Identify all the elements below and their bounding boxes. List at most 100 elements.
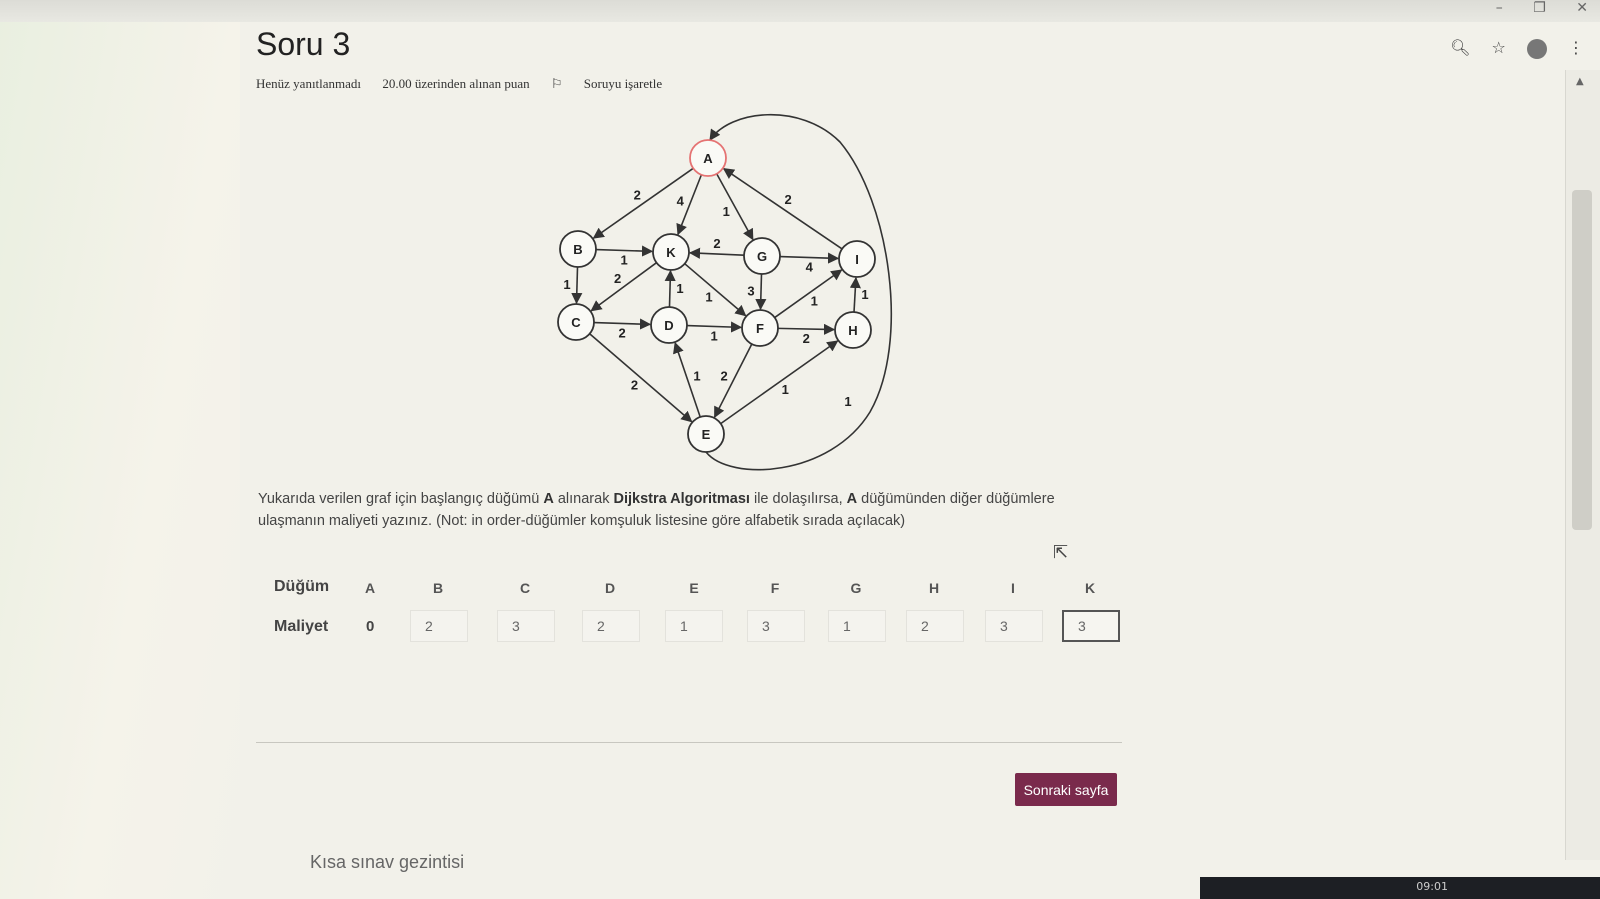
graph-node-label: F: [756, 321, 764, 336]
edge-weight-label: 2: [720, 368, 727, 383]
graph-edge-B-K: [595, 245, 654, 257]
edge-weight-label: 1: [844, 394, 851, 409]
edge-weight-label: 1: [676, 281, 683, 296]
graph-node-label: H: [848, 323, 857, 338]
edge-weight-label: 1: [705, 290, 712, 305]
question-text-part: Yukarıda verilen graf için başlangıç düğ…: [258, 491, 544, 507]
left-background: [0, 0, 240, 899]
browser-top-bar: – ❐ ✕: [0, 0, 1600, 22]
graph-edge-E-D: [673, 341, 701, 418]
graph-edge-A-B: [592, 167, 694, 239]
graph-node-A: [689, 139, 727, 177]
scroll-up-icon[interactable]: ▲: [1576, 76, 1584, 87]
graph-node-F: [741, 309, 779, 347]
graph-edge-G-I: [779, 252, 840, 264]
graph-edge-K-C: [590, 262, 657, 312]
cost-a-value: 0: [366, 618, 375, 635]
cost-input-i[interactable]: [985, 610, 1043, 642]
page-scrollbar[interactable]: ▲: [1565, 70, 1600, 860]
divider: [256, 742, 1122, 743]
menu-dots-icon[interactable]: ⋮: [1568, 38, 1584, 57]
graph-node-label: B: [573, 242, 582, 257]
next-page-button[interactable]: Sonraki sayfa: [1015, 773, 1117, 806]
graph-node-label: G: [757, 249, 767, 264]
edge-weight-label: 4: [677, 193, 685, 208]
graph-node-K: [652, 233, 690, 271]
graph-edge-G-F: [755, 273, 767, 311]
window-controls: – ❐ ✕: [1470, 0, 1588, 16]
question-status: Henüz yanıtlanmadı: [256, 76, 362, 91]
quiz-navigation-link[interactable]: Kısa sınav gezintisi: [310, 852, 465, 872]
cost-input-g[interactable]: [828, 610, 886, 642]
graph-edge-C-D: [593, 318, 652, 330]
graph-node-label: C: [571, 315, 581, 330]
graph-edge-K-F: [684, 263, 747, 317]
graph-node-B: [559, 230, 597, 268]
close-icon[interactable]: ✕: [1576, 0, 1588, 16]
graph-node-label: A: [703, 151, 713, 166]
edge-weight-label: 1: [811, 294, 818, 309]
cost-input-h[interactable]: [906, 610, 964, 642]
question-text-bold: A: [543, 491, 554, 507]
flag-question-link[interactable]: ⚐ Soruyu işaretle: [551, 76, 680, 91]
flag-icon: ⚐: [550, 76, 563, 91]
column-header: C: [519, 580, 531, 596]
restore-icon[interactable]: ❐: [1533, 0, 1546, 16]
star-icon[interactable]: ☆: [1491, 38, 1506, 57]
graph-edge-B-C: [571, 266, 583, 305]
cost-input-f[interactable]: [747, 610, 805, 642]
cost-input-e[interactable]: [665, 610, 723, 642]
edge-weight-label: 4: [806, 259, 814, 274]
column-header: G: [850, 580, 862, 596]
cost-input-b[interactable]: [410, 610, 468, 642]
mouse-cursor-icon: ⇱: [1053, 542, 1069, 563]
column-header: K: [1084, 580, 1096, 596]
column-header: H: [928, 580, 940, 596]
column-header: D: [604, 580, 616, 596]
edge-weight-label: 1: [782, 382, 789, 397]
minimize-icon[interactable]: –: [1495, 0, 1503, 16]
question-text-bold: Dijkstra Algoritması: [613, 491, 750, 507]
scrollbar-thumb[interactable]: [1572, 190, 1592, 530]
edge-weight-label: 2: [634, 187, 641, 202]
row-label-node: Düğüm: [274, 578, 330, 595]
question-meta: Henüz yanıtlanmadı 20.00 üzerinden alına…: [256, 76, 698, 92]
graph-edge-E-A: [705, 113, 893, 471]
question-text-part: ile dolaşılırsa,: [749, 491, 847, 507]
zoom-icon[interactable]: 🔍︎: [1450, 38, 1471, 57]
graph-node-D: [650, 306, 688, 344]
edge-weight-label: 1: [621, 252, 628, 267]
edge-weight-label: 1: [563, 277, 570, 292]
page-title: Soru 3: [256, 26, 351, 62]
graph-edge-I-A: [722, 167, 843, 250]
column-header: B: [432, 580, 444, 596]
graph-node-E: [687, 415, 725, 453]
graph-edge-G-K: [688, 247, 745, 259]
edge-weight-label: 3: [747, 284, 754, 299]
question-text-part: düğümünden diğer düğümlere ulaşmanın mal…: [258, 491, 1055, 529]
edge-weight-label: 2: [631, 378, 638, 393]
question-text-part: alınarak: [553, 491, 614, 507]
graph-node-label: D: [664, 318, 673, 333]
edge-weight-label: 2: [619, 325, 626, 340]
graph-node-H: [834, 311, 872, 349]
graph-node-G: [743, 237, 781, 275]
graph-edge-F-I: [774, 269, 843, 319]
graph-edge-A-G: [715, 173, 754, 241]
cost-input-d[interactable]: [582, 610, 640, 642]
graph-node-label: I: [855, 252, 859, 267]
column-header: F: [770, 580, 780, 596]
row-label-cost: Maliyet: [274, 618, 329, 635]
column-header: I: [1011, 580, 1015, 596]
graph-edge-F-H: [777, 323, 836, 335]
graph-node-label: K: [666, 245, 676, 260]
profile-avatar-icon[interactable]: [1526, 38, 1547, 59]
column-header: A: [364, 580, 376, 596]
graph-edge-D-K: [664, 269, 676, 308]
graph-node-I: [838, 240, 876, 278]
edge-weight-label: 1: [693, 368, 700, 383]
cost-input-k[interactable]: [1062, 610, 1120, 642]
cost-input-c[interactable]: [497, 610, 555, 642]
